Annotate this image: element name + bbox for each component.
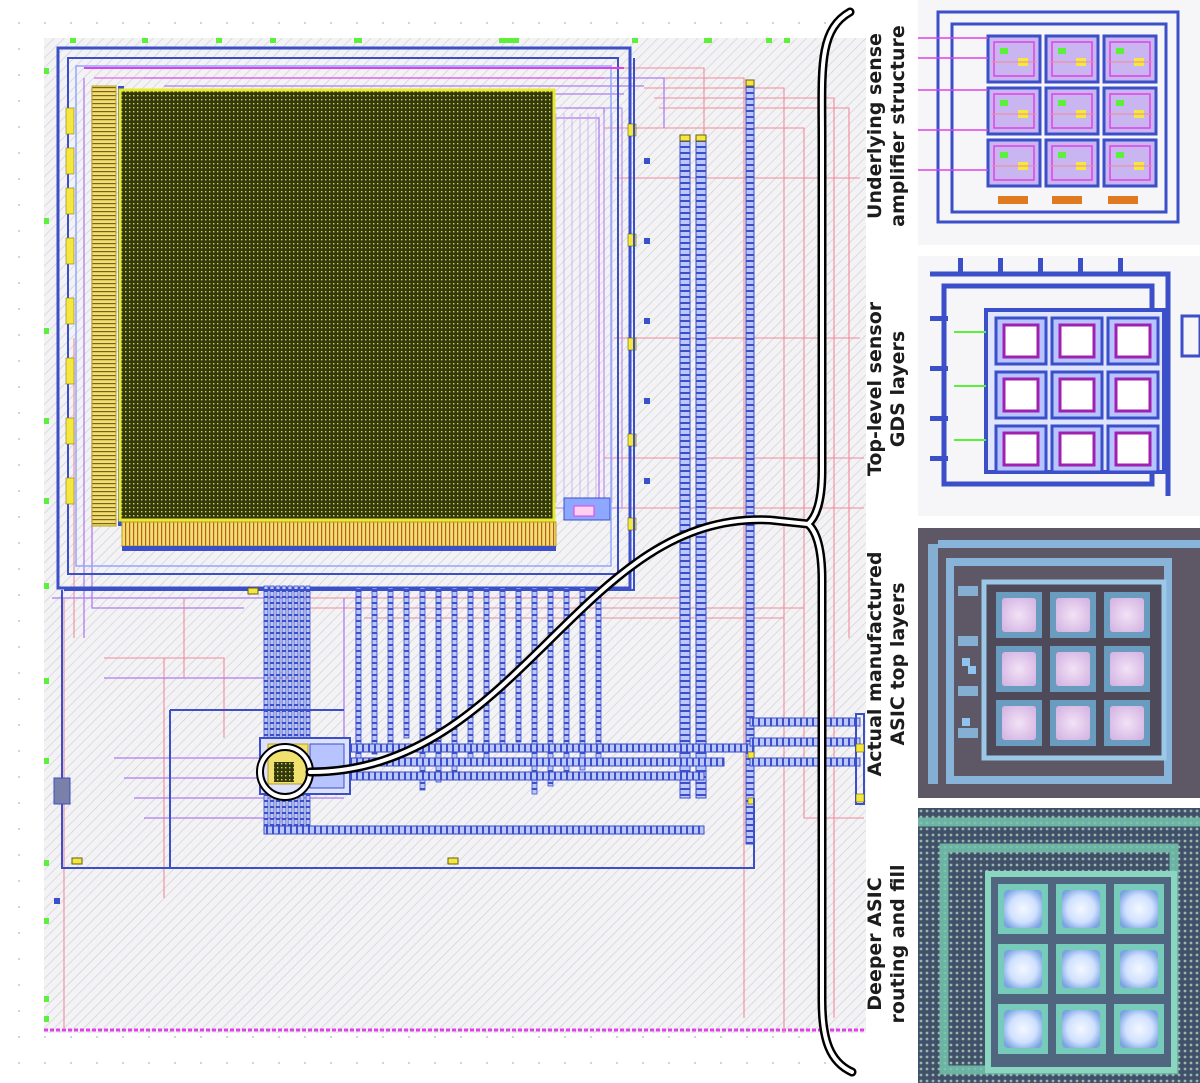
panel-sense-amplifier	[918, 0, 1200, 245]
panel-deeper-routing	[918, 808, 1200, 1083]
asic-layout-view	[44, 38, 866, 1033]
panel-manufactured-top	[918, 528, 1200, 798]
panel-gds-layers	[918, 256, 1200, 516]
